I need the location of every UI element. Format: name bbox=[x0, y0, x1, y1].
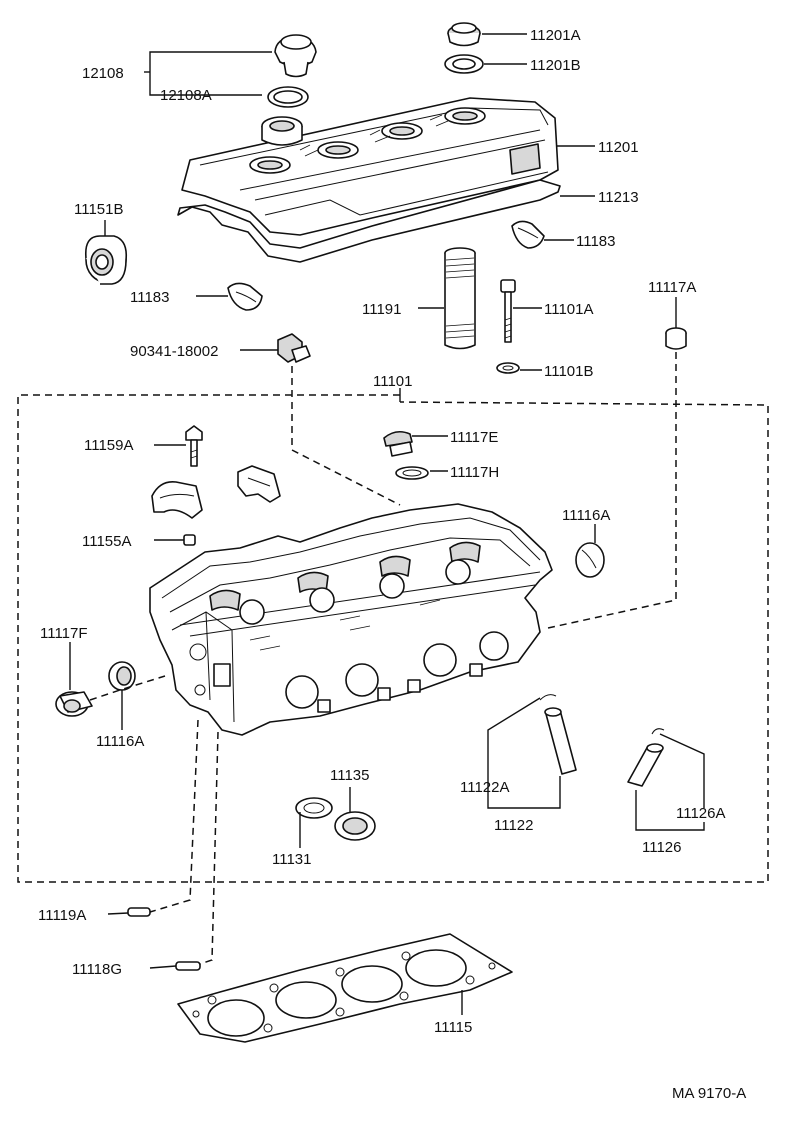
label-90341-18002: 90341-18002 bbox=[130, 343, 218, 360]
filler-cap-gasket bbox=[267, 86, 309, 108]
label-11117H: 11117H bbox=[450, 464, 499, 481]
exhaust-valve-guide bbox=[627, 743, 664, 787]
label-11101A: 11101A bbox=[544, 301, 594, 318]
label-11201B: 11201B bbox=[530, 57, 581, 74]
label-11117F: 11117F bbox=[40, 625, 88, 642]
straight-pin-dowel bbox=[175, 961, 201, 971]
label-11155A: 11155A bbox=[82, 533, 132, 550]
label-11115: 11115 bbox=[434, 1019, 472, 1036]
screw-plug bbox=[277, 333, 311, 363]
label-11119A: 11119A bbox=[38, 907, 86, 924]
valve-seat-insert bbox=[334, 811, 376, 841]
plug-left bbox=[55, 691, 93, 717]
label-11183-right: 11183 bbox=[576, 233, 616, 250]
cylinder-head-cover bbox=[181, 97, 559, 236]
grommet-seal bbox=[444, 54, 484, 74]
half-moon-plug-right bbox=[511, 220, 545, 249]
camshaft-oil-seal bbox=[84, 235, 128, 285]
label-11101: 11101 bbox=[373, 373, 413, 390]
label-12108: 12108 bbox=[82, 65, 124, 82]
label-11118G: 11118G bbox=[72, 961, 122, 978]
camshaft-bearing-cap-b bbox=[237, 465, 281, 503]
label-11183-left: 11183 bbox=[130, 289, 170, 306]
figure-code: MA 9170-A bbox=[672, 1085, 746, 1102]
cover-stud-bolt bbox=[500, 279, 516, 343]
half-moon-plug-left bbox=[227, 282, 263, 311]
label-11135: 11135 bbox=[330, 767, 370, 784]
grommet bbox=[447, 22, 481, 47]
ring-pin bbox=[127, 907, 151, 917]
bearing-cap-bolt bbox=[185, 425, 203, 467]
expansion-plug-left bbox=[108, 661, 136, 691]
label-11122: 11122 bbox=[494, 817, 534, 834]
label-12108A: 12108A bbox=[160, 87, 212, 104]
label-11117E: 11117E bbox=[450, 429, 498, 446]
spark-plug-tube bbox=[444, 247, 476, 350]
label-11116A-left: 11116A bbox=[96, 733, 144, 750]
valve-guide bbox=[544, 707, 577, 775]
camshaft-bearing-cap-a bbox=[151, 480, 203, 519]
assembly-boundary bbox=[17, 388, 769, 883]
label-11122A: 11122A bbox=[460, 779, 510, 796]
label-11126: 11126 bbox=[642, 839, 682, 856]
cylinder-head bbox=[149, 503, 553, 736]
cylinder-head-gasket bbox=[177, 933, 513, 1043]
oil-filler-cap bbox=[274, 34, 317, 78]
valve-seat-ring bbox=[295, 797, 333, 819]
label-11191: 11191 bbox=[362, 301, 402, 318]
label-11117A: 11117A bbox=[648, 279, 696, 296]
label-11201A: 11201A bbox=[530, 27, 581, 44]
label-11151B: 11151B bbox=[74, 201, 124, 218]
label-11131: 11131 bbox=[272, 851, 312, 868]
label-11101B: 11101B bbox=[544, 363, 594, 380]
plug-small bbox=[665, 327, 687, 350]
label-11126A: 11126A bbox=[676, 805, 726, 822]
label-11213: 11213 bbox=[598, 189, 639, 206]
straight-pin bbox=[183, 534, 196, 546]
part-number-labels: 12108 12108A 11201A 11201B 11201 11213 1… bbox=[38, 27, 746, 1102]
label-11116A-right: 11116A bbox=[562, 507, 610, 524]
label-11159A: 11159A bbox=[84, 437, 134, 454]
expansion-plug-right bbox=[575, 542, 605, 578]
plug-gasket bbox=[395, 466, 429, 480]
union-plug bbox=[383, 430, 413, 457]
stud-washer bbox=[496, 362, 520, 374]
label-11201: 11201 bbox=[598, 139, 639, 156]
cover-gasket bbox=[177, 179, 561, 263]
